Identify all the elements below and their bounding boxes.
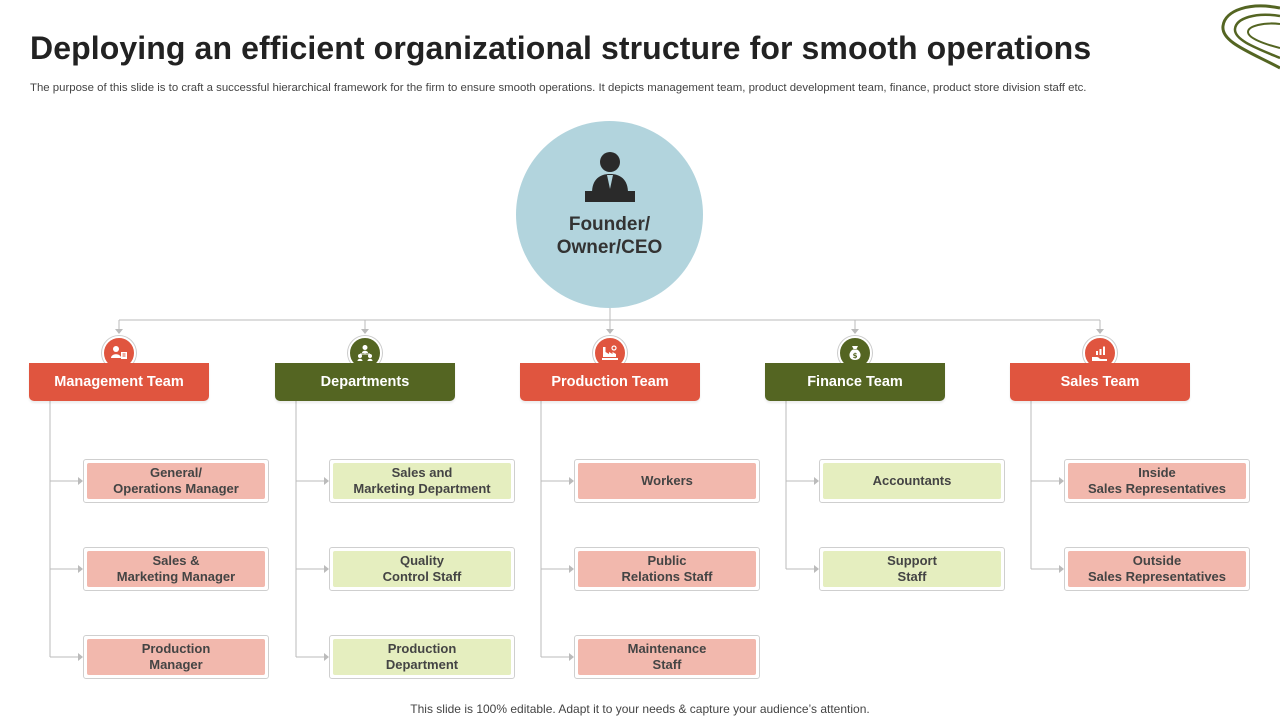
svg-text:$: $ (853, 352, 858, 360)
child-node-label: Production Manager (87, 639, 265, 675)
team-header-label: Production Team (551, 374, 669, 390)
child-node: Accountants (819, 459, 1005, 503)
corner-decoration-icon (1221, 4, 1280, 70)
child-node-label: Workers (578, 463, 756, 499)
connector-arrow (1096, 329, 1104, 334)
team-header-label: Departments (320, 374, 410, 390)
team-header: Finance Team (765, 363, 945, 401)
connector-arrow (606, 329, 614, 334)
connector-arrow (361, 329, 369, 334)
footer-note: This slide is 100% editable. Adapt it to… (410, 702, 870, 716)
child-node-label: Public Relations Staff (578, 551, 756, 587)
connector-arrow (814, 565, 819, 573)
team-header-label: Sales Team (1060, 374, 1140, 390)
child-node: Maintenance Staff (574, 635, 760, 679)
connector-arrow (324, 653, 329, 661)
child-node: Quality Control Staff (329, 547, 515, 591)
connector-arrow (1059, 565, 1064, 573)
child-node-label: Production Department (333, 639, 511, 675)
connector-arrow (324, 477, 329, 485)
child-node-label: Quality Control Staff (333, 551, 511, 587)
connector-arrow (814, 477, 819, 485)
child-node: Sales and Marketing Department (329, 459, 515, 503)
team-header: Sales Team (1010, 363, 1190, 401)
child-node: General/ Operations Manager (83, 459, 269, 503)
connector-arrow (569, 477, 574, 485)
child-node-label: Sales and Marketing Department (333, 463, 511, 499)
child-node-label: General/ Operations Manager (87, 463, 265, 499)
child-node-label: Support Staff (823, 551, 1001, 587)
child-node: Support Staff (819, 547, 1005, 591)
connector-arrow (78, 653, 83, 661)
team-header: Management Team (29, 363, 209, 401)
connector-arrow (569, 653, 574, 661)
connector-arrow (115, 329, 123, 334)
child-node: Production Department (329, 635, 515, 679)
connector-arrow (569, 565, 574, 573)
child-node: Sales & Marketing Manager (83, 547, 269, 591)
team-header-label: Finance Team (807, 374, 903, 390)
connector-arrow (78, 477, 83, 485)
connector-arrow (1059, 477, 1064, 485)
slide-subtitle: The purpose of this slide is to craft a … (30, 82, 1087, 94)
child-node-label: Accountants (823, 463, 1001, 499)
connector-arrow (324, 565, 329, 573)
slide-title: Deploying an efficient organizational st… (30, 30, 1092, 66)
child-node: Workers (574, 459, 760, 503)
child-node: Outside Sales Representatives (1064, 547, 1250, 591)
team-header: Production Team (520, 363, 700, 401)
child-node-label: Outside Sales Representatives (1068, 551, 1246, 587)
team-header-label: Management Team (54, 374, 184, 390)
root-node-ceo: Founder/ Owner/CEO (516, 121, 703, 308)
child-node: Production Manager (83, 635, 269, 679)
child-node-label: Inside Sales Representatives (1068, 463, 1246, 499)
team-header: Departments (275, 363, 455, 401)
connector-arrow (78, 565, 83, 573)
executive-icon (584, 152, 635, 202)
child-node: Inside Sales Representatives (1064, 459, 1250, 503)
child-node: Public Relations Staff (574, 547, 760, 591)
child-node-label: Maintenance Staff (578, 639, 756, 675)
child-node-label: Sales & Marketing Manager (87, 551, 265, 587)
root-label: Founder/ Owner/CEO (556, 214, 663, 258)
connector-arrow (851, 329, 859, 334)
